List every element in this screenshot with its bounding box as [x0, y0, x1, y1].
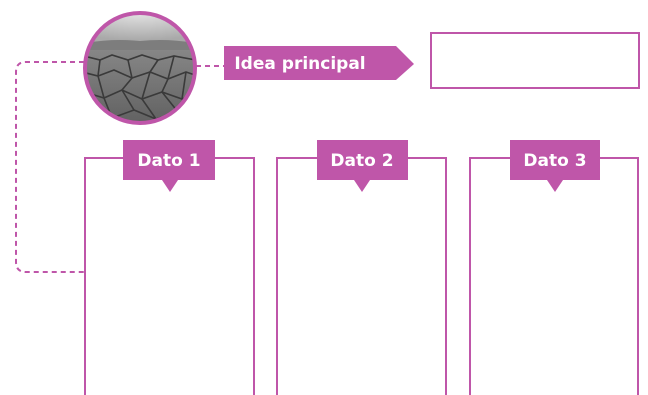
- fact-column-2: Dato 2: [276, 140, 447, 395]
- fact-1-tag: [123, 140, 215, 192]
- cracked-earth-photo: [83, 11, 197, 125]
- main-idea-label-text: Idea principal: [234, 54, 365, 74]
- fact-column-3-frame[interactable]: [469, 157, 639, 395]
- fact-column-1-frame[interactable]: [84, 157, 255, 395]
- fact-2-label: Dato 2: [330, 151, 393, 171]
- fact-column-3: Dato 3: [469, 140, 639, 395]
- dashed-connector: [15, 61, 85, 273]
- main-idea-arrow-shape: [224, 46, 414, 80]
- fact-column-1: Dato 1: [84, 140, 255, 395]
- fact-3-label: Dato 3: [523, 151, 586, 171]
- fact-2-tag: [317, 140, 408, 192]
- fact-1-label: Dato 1: [137, 151, 200, 171]
- main-idea-answer-box[interactable]: [430, 32, 640, 89]
- main-idea-label: Idea principal: [224, 46, 414, 80]
- fact-3-tag: [510, 140, 600, 192]
- fact-column-2-frame[interactable]: [276, 157, 447, 395]
